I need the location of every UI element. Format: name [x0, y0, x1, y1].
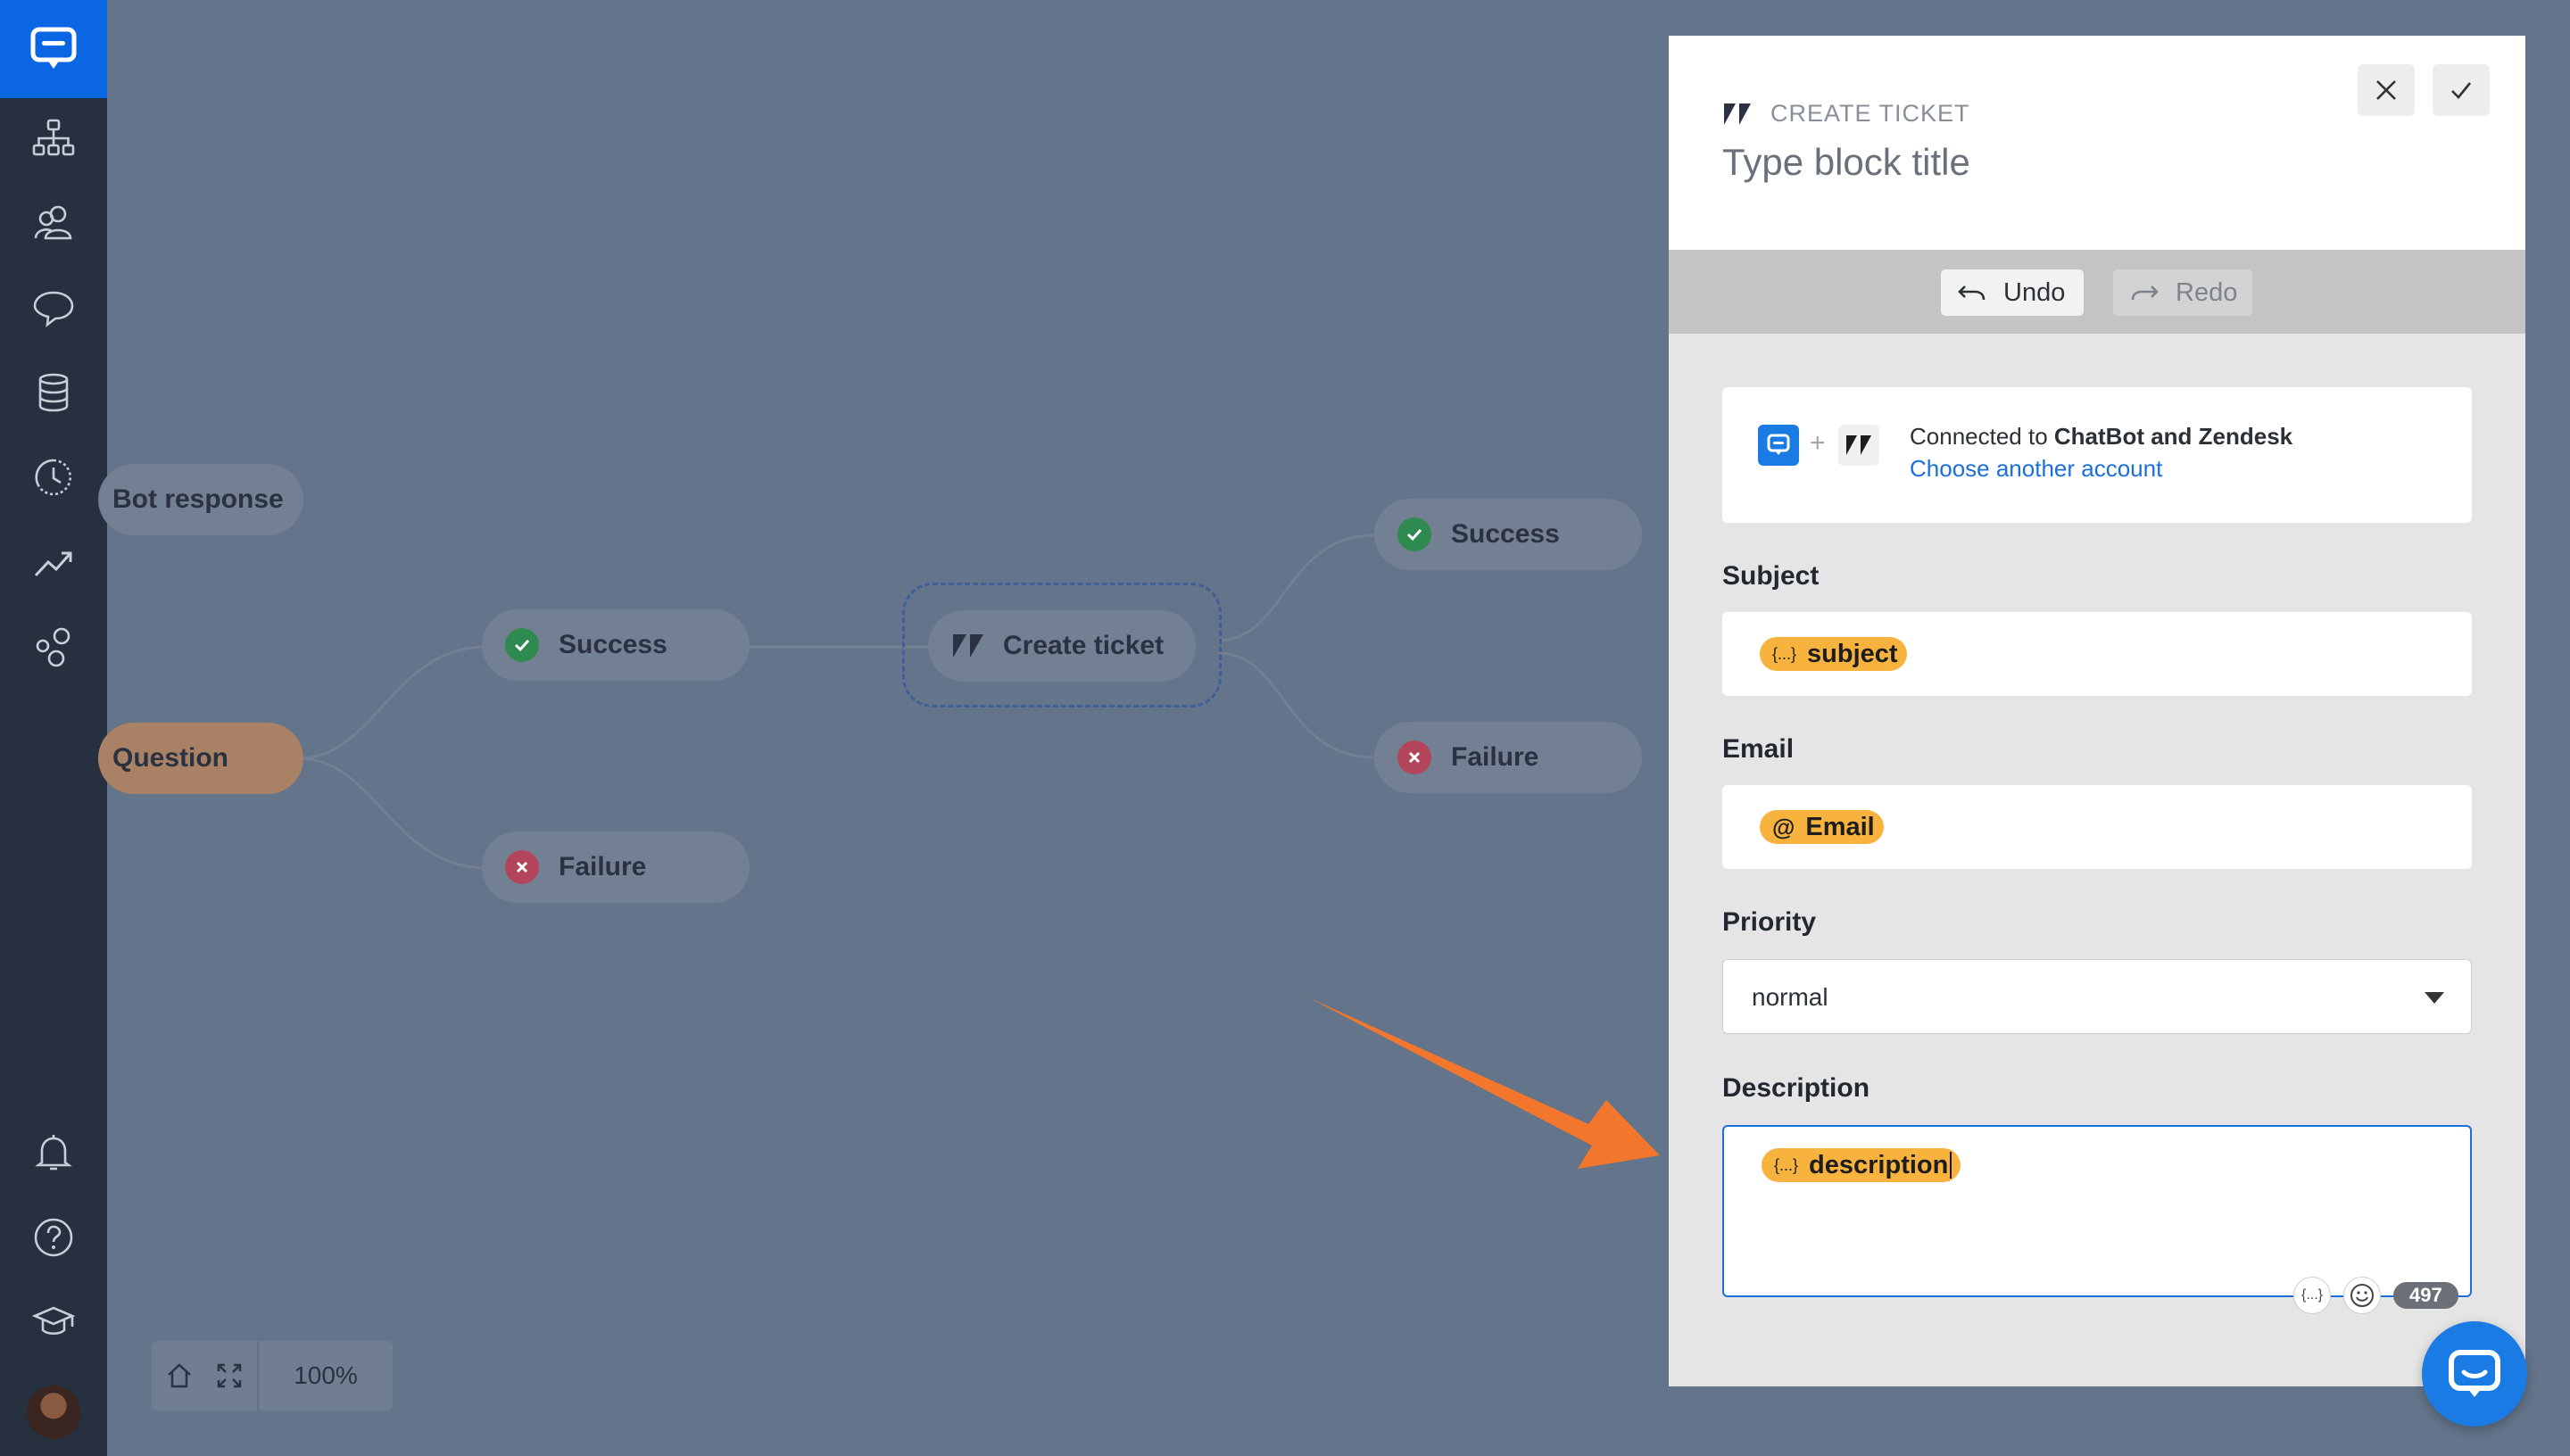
email-field[interactable]: @ Email [1722, 785, 2472, 869]
selected-node-outline [902, 583, 1222, 707]
subject-field[interactable]: {...} subject [1722, 612, 2472, 696]
node-label: Success [559, 630, 667, 659]
plus-sign: + [1810, 428, 1826, 458]
priority-select[interactable]: normal [1722, 959, 2472, 1034]
chip-label: subject [1807, 639, 1898, 668]
connection-prefix: Connected to [1910, 423, 2054, 450]
chat-icon [2449, 1350, 2500, 1397]
redo-label: Redo [2176, 277, 2238, 307]
description-label: Description [1722, 1073, 1870, 1103]
subject-variable-chip[interactable]: {...} subject [1760, 637, 1907, 671]
priority-value: normal [1752, 983, 1828, 1011]
connection-accounts: ChatBot and Zendesk [2053, 423, 2293, 450]
confirm-button[interactable] [2433, 64, 2490, 116]
choose-account-link[interactable]: Choose another account [1910, 455, 2163, 482]
character-counter: 497 [2393, 1282, 2458, 1309]
close-circle-icon [1397, 740, 1431, 774]
email-label: Email [1722, 734, 1795, 764]
variable-icon: {...} [1772, 644, 1797, 663]
reports-icon[interactable] [27, 535, 80, 589]
description-variable-chip[interactable]: {...} description [1762, 1148, 1961, 1182]
block-type-text: CREATE TICKET [1770, 100, 1970, 127]
chatbot-icon [1758, 425, 1799, 466]
variable-icon: {...} [1774, 1155, 1799, 1174]
text-cursor [1950, 1152, 1952, 1179]
node-label: Create ticket [1003, 631, 1165, 660]
flows-icon[interactable] [27, 112, 80, 165]
node-bot-response[interactable]: Bot response [98, 464, 303, 535]
close-button[interactable] [2358, 64, 2415, 116]
undo-icon [1958, 285, 1986, 301]
zoom-divider [257, 1341, 259, 1410]
node-label: Failure [559, 852, 647, 881]
priority-label: Priority [1722, 907, 1817, 937]
undo-label: Undo [2003, 277, 2066, 307]
undo-button[interactable]: Undo [1941, 269, 2084, 316]
connection-status: Connected to ChatBot and Zendesk [1910, 423, 2292, 451]
audience-icon[interactable] [27, 196, 80, 250]
node-label: Bot response [112, 484, 284, 514]
description-tools: {...} 497 [2293, 1276, 2458, 1315]
redo-button[interactable]: Redo [2113, 269, 2252, 316]
zoom-level[interactable]: 100% [294, 1361, 358, 1389]
insert-variable-button[interactable]: {...} [2293, 1277, 2331, 1314]
home-icon[interactable] [152, 1341, 207, 1410]
check-icon [1397, 517, 1431, 551]
chip-label: description [1809, 1150, 1949, 1179]
chevron-down-icon [2425, 992, 2444, 1004]
subject-label: Subject [1722, 561, 1820, 591]
node-failure-right[interactable]: Failure [1374, 722, 1642, 793]
notifications-icon[interactable] [27, 1126, 80, 1179]
node-success-right[interactable]: Success [1374, 499, 1642, 570]
create-ticket-panel: CREATE TICKET Type block title Undo Redo… [1669, 36, 2525, 1386]
integrations-icon[interactable] [27, 620, 80, 674]
fit-screen-icon[interactable] [207, 1341, 252, 1410]
chatbot-logo-icon[interactable] [0, 0, 107, 98]
data-icon[interactable] [27, 366, 80, 419]
help-icon[interactable] [27, 1211, 80, 1264]
sidebar [0, 0, 107, 1456]
node-failure-left[interactable]: Failure [482, 831, 750, 903]
node-create-ticket[interactable]: Create ticket [928, 610, 1196, 682]
panel-header: CREATE TICKET Type block title [1669, 36, 2525, 250]
email-variable-chip[interactable]: @ Email [1760, 810, 1884, 844]
emoji-icon[interactable] [2343, 1277, 2381, 1314]
academy-icon[interactable] [27, 1295, 80, 1349]
check-icon [2451, 82, 2472, 99]
zendesk-icon [951, 633, 985, 659]
node-label: Success [1451, 519, 1560, 549]
check-icon [505, 628, 539, 662]
node-label: Failure [1451, 742, 1539, 772]
history-toolbar [1669, 250, 2525, 334]
zendesk-icon [1724, 103, 1751, 125]
node-label: Question [112, 743, 229, 773]
description-field[interactable]: {...} description [1722, 1125, 2472, 1297]
chats-icon[interactable] [27, 281, 80, 335]
block-title-input[interactable]: Type block title [1722, 141, 1970, 183]
close-icon [2376, 80, 2396, 100]
at-icon: @ [1772, 813, 1795, 840]
connection-card: + Connected to ChatBot and Zendesk Choos… [1722, 387, 2472, 523]
zendesk-icon [1838, 425, 1879, 466]
block-type-label: CREATE TICKET [1722, 100, 1970, 128]
node-success-left[interactable]: Success [482, 609, 750, 681]
chip-label: Email [1805, 812, 1875, 841]
chat-widget-button[interactable] [2422, 1321, 2527, 1427]
node-question[interactable]: Question [98, 723, 303, 794]
flow-connectors [298, 534, 1375, 870]
history-icon[interactable] [27, 451, 80, 504]
close-circle-icon [505, 850, 539, 884]
user-avatar[interactable] [27, 1386, 80, 1439]
zoom-controls: 100% [152, 1341, 393, 1410]
annotation-arrow [1308, 997, 1660, 1169]
redo-icon [2131, 285, 2159, 301]
